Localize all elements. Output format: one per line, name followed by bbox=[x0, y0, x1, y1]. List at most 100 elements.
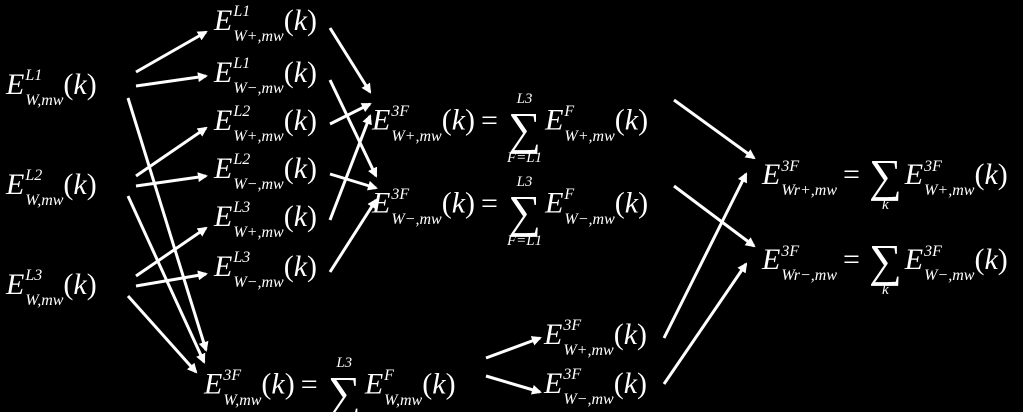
right-paren: ) bbox=[307, 56, 318, 89]
arrow-E-L1-to-E-L1-plus bbox=[135, 30, 208, 74]
right-paren: ) bbox=[86, 268, 97, 301]
arrow-E-L3-minus-to-E-3F-minus-sum bbox=[328, 198, 378, 273]
script-block: 3F W−,mw bbox=[924, 243, 975, 285]
sum-operator: ∑k bbox=[869, 153, 902, 213]
right-paren: ) bbox=[307, 152, 318, 185]
left-paren: ( bbox=[613, 318, 624, 351]
subscript: W+,mw bbox=[391, 127, 442, 145]
subscript: W,mw bbox=[25, 92, 64, 110]
left-paren: ( bbox=[441, 103, 452, 137]
equals-sign: = bbox=[481, 186, 498, 220]
arrow-E-3F-minus-bottom-to-E-3F-Wr-minus bbox=[662, 262, 748, 385]
symbol-E: E bbox=[904, 158, 924, 192]
symbol-E: E bbox=[214, 152, 233, 185]
symbol-E: E bbox=[372, 186, 391, 220]
arrow-E-L3-to-E-L3-minus bbox=[135, 270, 208, 288]
equals-sign: = bbox=[481, 103, 498, 137]
symbol-E: E bbox=[544, 318, 563, 351]
superscript: 3F bbox=[563, 366, 582, 384]
subscript: W−,mw bbox=[924, 267, 975, 285]
arrow-E-L1-plus-to-E-3F-plus-sum bbox=[328, 27, 372, 94]
right-paren: ) bbox=[637, 367, 648, 400]
argument-k: k bbox=[293, 152, 308, 185]
superscript: 3F bbox=[391, 186, 410, 204]
left-paren: ( bbox=[63, 268, 74, 301]
sum-operator: ∑k bbox=[868, 235, 902, 298]
subscript: W−,mw bbox=[563, 391, 614, 409]
subscript: W+,mw bbox=[233, 28, 284, 46]
argument-k: k bbox=[293, 4, 308, 37]
superscript: L2 bbox=[233, 103, 251, 121]
left-paren: ( bbox=[283, 250, 294, 283]
right-paren: ) bbox=[638, 103, 649, 137]
argument-k: k bbox=[451, 186, 466, 220]
symbol-E: E bbox=[214, 250, 233, 283]
symbol-E: E bbox=[372, 103, 391, 137]
right-paren: ) bbox=[997, 158, 1008, 192]
arrow-E-L1-to-E-3F-sum bbox=[126, 97, 209, 352]
superscript: 3F bbox=[781, 242, 800, 260]
arrow-E-3F-sum-to-E-3F-minus-bottom bbox=[485, 374, 542, 395]
arrow-E-L3-to-E-L3-plus bbox=[135, 226, 208, 278]
arrow-E-L3-to-E-3F-sum bbox=[126, 294, 198, 374]
sum-lower-limit: k bbox=[882, 196, 889, 213]
argument-k: k bbox=[624, 186, 639, 220]
arrow-E-L1-minus-to-E-3F-minus-sum bbox=[328, 79, 378, 178]
argument-k: k bbox=[984, 158, 998, 192]
symbol-E: E bbox=[214, 104, 233, 137]
sum-operator: L3∑F=L1 bbox=[507, 175, 542, 249]
argument-k: k bbox=[293, 104, 308, 137]
symbol-E: E bbox=[545, 103, 564, 137]
right-paren: ) bbox=[445, 367, 456, 401]
left-paren: ( bbox=[283, 200, 294, 233]
right-paren: ) bbox=[465, 186, 476, 220]
left-paren: ( bbox=[441, 186, 452, 220]
script-block: 3F W−,mw bbox=[563, 367, 613, 408]
subscript: W,mw bbox=[384, 391, 423, 409]
subscript: W−,mw bbox=[233, 274, 284, 292]
superscript: L1 bbox=[233, 55, 251, 73]
symbol-E: E bbox=[545, 186, 564, 220]
left-paren: ( bbox=[63, 68, 74, 101]
superscript: 3F bbox=[223, 367, 242, 385]
right-paren: ) bbox=[86, 168, 97, 201]
arrow-E-L2-minus-to-E-3F-minus-sum bbox=[329, 172, 378, 191]
left-paren: ( bbox=[283, 152, 294, 185]
superscript: 3F bbox=[781, 157, 800, 175]
symbol-E: E bbox=[762, 158, 781, 192]
left-paren: ( bbox=[283, 104, 294, 137]
arrow-E-L2-to-E-L2-plus bbox=[135, 126, 208, 178]
sum-lower-limit: F=L1 bbox=[506, 149, 543, 166]
arrow-E-L2-to-E-3F-sum bbox=[126, 195, 206, 364]
argument-k: k bbox=[73, 268, 87, 301]
left-paren: ( bbox=[422, 367, 433, 401]
equals-sign: = bbox=[843, 243, 860, 277]
arrow-E-L2-to-E-L2-minus bbox=[135, 172, 208, 188]
sum-upper-limit: L3 bbox=[516, 91, 533, 107]
superscript: L2 bbox=[25, 167, 43, 185]
arrow-E-L1-to-E-L1-minus bbox=[135, 72, 208, 88]
sigma-symbol: ∑ bbox=[868, 235, 902, 286]
subscript: W+,mw bbox=[924, 182, 975, 200]
sum-operator: L3∑F=L1 bbox=[327, 356, 362, 412]
superscript: 3F bbox=[924, 242, 942, 260]
sigma-symbol: ∑ bbox=[327, 367, 361, 412]
argument-k: k bbox=[984, 243, 998, 277]
sum-upper-limit: L3 bbox=[516, 174, 533, 190]
superscript: L3 bbox=[25, 267, 43, 285]
